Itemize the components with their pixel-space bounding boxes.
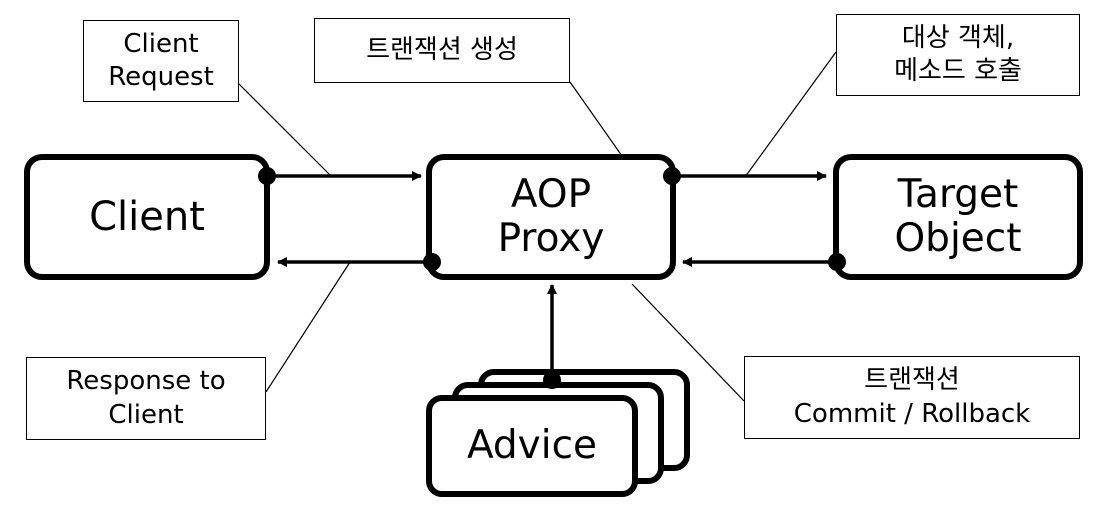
aop-proxy-node: AOP Proxy	[426, 154, 676, 280]
target-object-label: Target Object	[894, 172, 1022, 261]
dot-advice-out	[543, 371, 561, 389]
note-client-request-text: Client Request	[108, 28, 214, 92]
leader-target-call	[744, 51, 837, 178]
note-response-text: Response to Client	[66, 366, 226, 430]
target-object-node: Target Object	[833, 154, 1083, 280]
client-label: Client	[89, 193, 205, 240]
note-tx-commit-text: 트랜잭션 Commit / Rollback	[793, 365, 1031, 429]
dot-proxy-return	[423, 253, 441, 271]
leader-tx-create	[569, 81, 623, 157]
leader-response	[265, 261, 351, 393]
advice-label: Advice	[466, 423, 598, 469]
note-response: Response to Client	[26, 357, 266, 440]
dot-proxy-out	[663, 167, 681, 185]
dot-client-out	[258, 167, 276, 185]
leader-client-request	[237, 82, 331, 176]
note-target-call: 대상 객체, 메소드 호출	[836, 14, 1080, 96]
note-tx-create-text: 트랜잭션 생성	[366, 34, 518, 65]
note-tx-commit: 트랜잭션 Commit / Rollback	[744, 356, 1080, 439]
client-node: Client	[24, 154, 270, 280]
advice-node: Advice	[426, 395, 638, 497]
aop-proxy-label: AOP Proxy	[497, 172, 605, 261]
leader-tx-commit	[631, 283, 745, 402]
note-tx-create: 트랜잭션 생성	[314, 18, 570, 83]
note-target-call-text: 대상 객체, 메소드 호출	[894, 22, 1022, 86]
note-client-request: Client Request	[83, 20, 239, 102]
dot-target-out	[828, 253, 846, 271]
